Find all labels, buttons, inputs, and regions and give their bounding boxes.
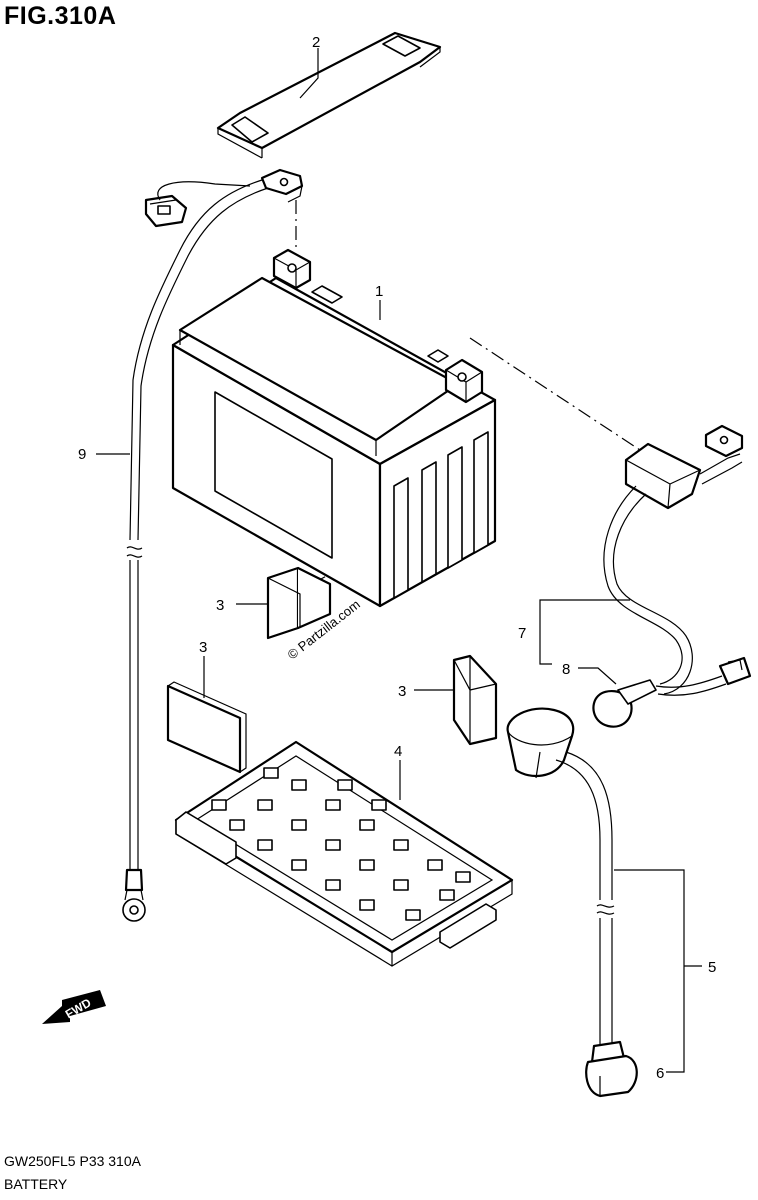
callout-4: 4 — [394, 743, 402, 760]
callout-9: 9 — [78, 446, 86, 463]
callout-3-right: 3 — [398, 683, 406, 700]
callout-2: 2 — [312, 34, 320, 51]
callout-3-upper: 3 — [216, 597, 224, 614]
figure-code: GW250FL5 P33 310A — [4, 1153, 141, 1169]
battery[interactable] — [171, 248, 497, 608]
callout-7: 7 — [518, 625, 526, 642]
cushion-pad-upper[interactable] — [266, 566, 332, 640]
fwd-arrow: FWD — [42, 990, 106, 1024]
cushion-pad-left[interactable] — [166, 681, 247, 774]
callout-6: 6 — [656, 1065, 664, 1082]
figure-title: FIG.310A — [4, 2, 117, 30]
callout-8: 8 — [562, 661, 570, 678]
positive-cable[interactable] — [506, 707, 638, 1098]
callout-3-left: 3 — [199, 639, 207, 656]
callout-5: 5 — [708, 959, 716, 976]
figure-name: BATTERY — [4, 1176, 68, 1192]
starter-cable[interactable] — [592, 424, 752, 728]
callout-1: 1 — [375, 283, 383, 300]
ground-lead[interactable] — [122, 168, 304, 922]
battery-tray[interactable] — [174, 740, 514, 967]
callouts: 2 1 9 3 3 3 4 7 8 5 6 — [78, 34, 716, 1082]
leader-lines — [96, 48, 702, 1073]
battery-band[interactable] — [216, 31, 442, 159]
cushion-pad-right[interactable] — [452, 654, 498, 746]
